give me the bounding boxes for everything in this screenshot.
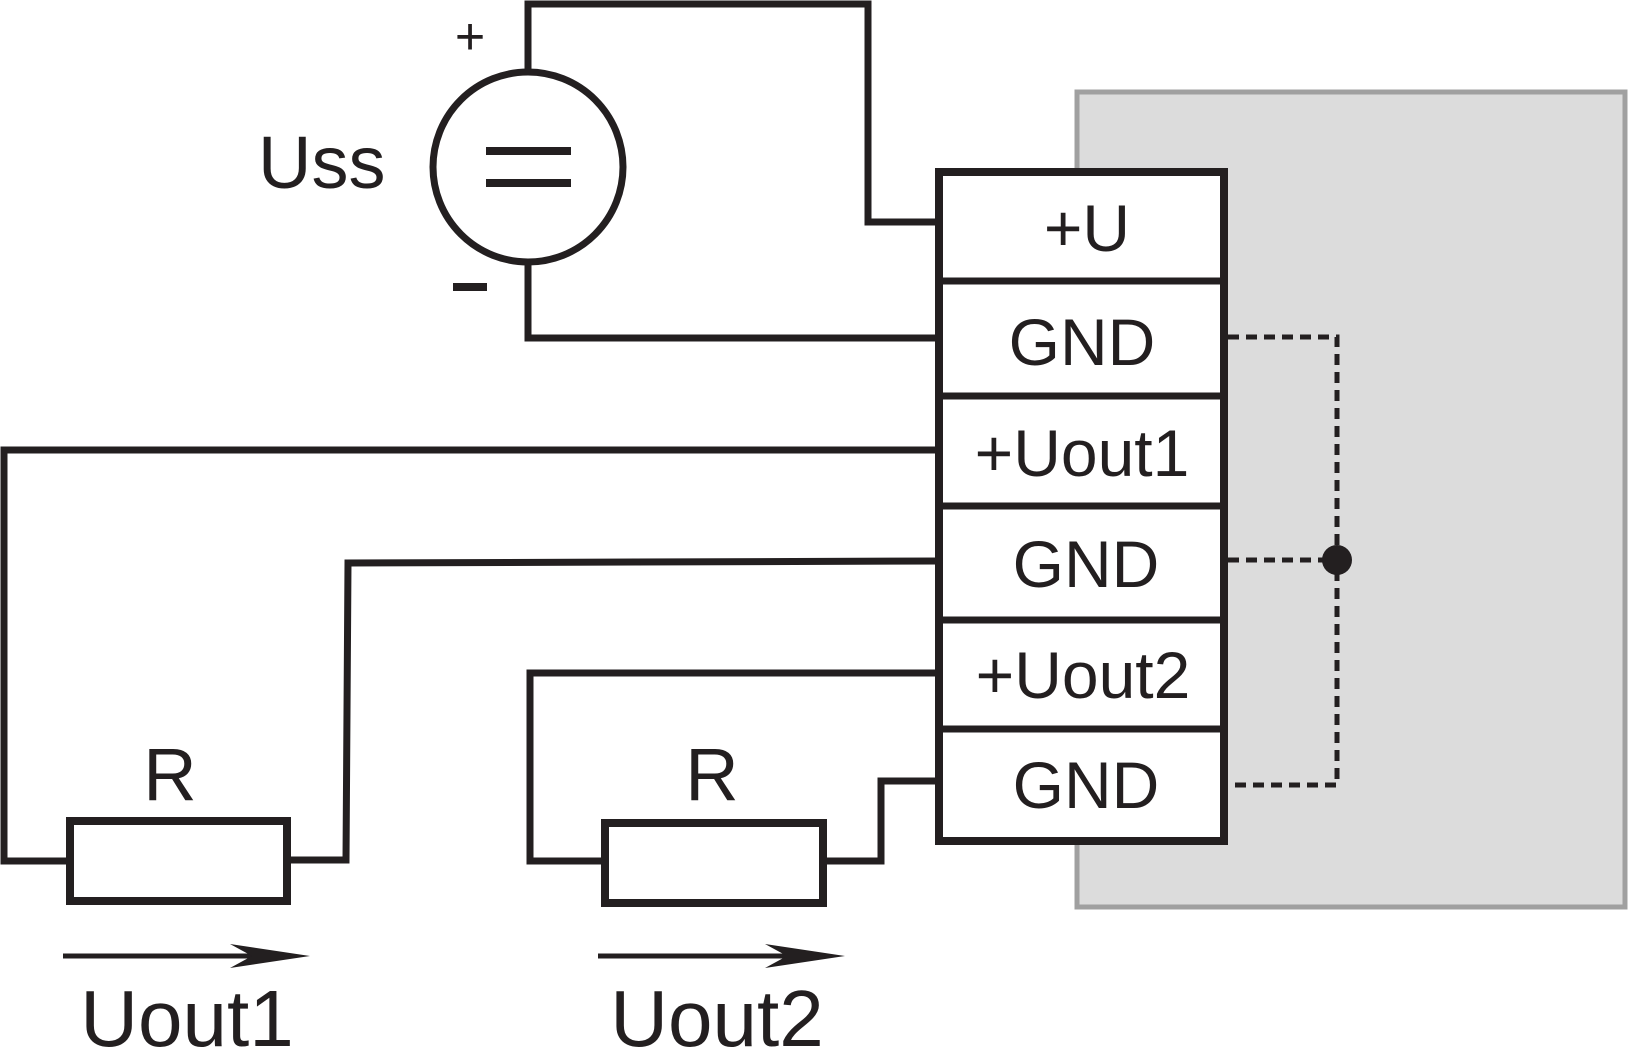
uout1-arrow [63, 944, 310, 968]
internal-ground-bus [1228, 334, 1352, 788]
resistor-2 [601, 819, 827, 907]
wire-uout1-gnd [285, 557, 943, 864]
resistor-1-label: R [143, 733, 196, 816]
wire-supply-minus [524, 260, 943, 342]
uout1-label: Uout1 [80, 974, 293, 1052]
terminal-label-gnd-1: GND [1009, 305, 1156, 379]
resistor-2-label: R [685, 733, 738, 816]
terminal-block: +U GND +Uout1 GND +Uout2 GND [935, 168, 1228, 845]
dc-voltage-source [429, 68, 627, 266]
terminal-label-plus-uout2: +Uout2 [976, 638, 1191, 712]
uout2-label: Uout2 [610, 974, 823, 1052]
uout2-arrow [598, 944, 845, 968]
wire-uout1-plus [0, 446, 943, 865]
resistor-1 [66, 817, 291, 905]
terminal-label-plus-uout1: +Uout1 [975, 416, 1190, 490]
source-label: Uss [258, 121, 385, 204]
wire-uout2-plus [526, 669, 943, 865]
wire-uout2-gnd [822, 777, 943, 865]
terminal-label-gnd-2: GND [1013, 527, 1160, 601]
source-minus-sign [453, 283, 487, 291]
source-plus-label: + [455, 8, 485, 66]
terminal-label-plus-u: +U [1044, 191, 1130, 265]
ground-junction-dot [1322, 545, 1352, 575]
terminal-label-gnd-3: GND [1013, 748, 1160, 822]
wire-supply-plus [524, 0, 943, 226]
